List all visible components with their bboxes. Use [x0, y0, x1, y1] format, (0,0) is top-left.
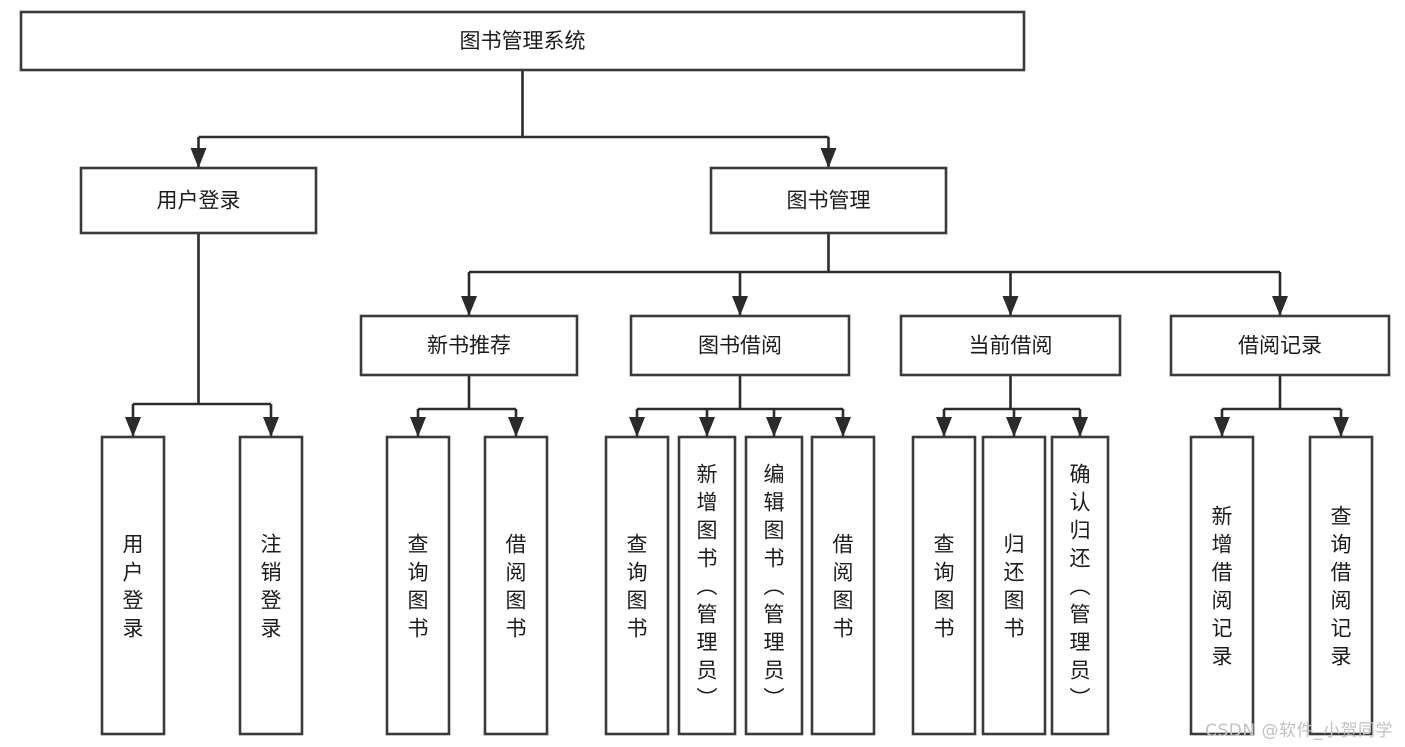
node-box[interactable]: [1050, 435, 1110, 736]
arrow-head-icon: [1006, 417, 1022, 437]
arrow-head-icon: [766, 417, 782, 437]
arrow-head-icon: [1002, 296, 1019, 316]
node-label: 图书借阅: [698, 334, 782, 358]
node-borrow-edit-book[interactable]: 编辑图书︵管理员︶: [744, 435, 804, 736]
node-box[interactable]: [385, 435, 451, 736]
node-box[interactable]: [1308, 435, 1374, 736]
node-label: 新增图书︵管理员︶: [697, 463, 718, 711]
node-box[interactable]: [483, 435, 549, 736]
node-recommend-borrow-book[interactable]: 借阅图书: [483, 435, 549, 736]
node-box[interactable]: [79, 166, 318, 235]
node-label: 当前借阅: [969, 334, 1053, 358]
node-book-management[interactable]: 图书管理: [709, 166, 948, 235]
arrow-head-icon: [1214, 417, 1230, 437]
nodes-layer: 图书管理系统用户登录图书管理用户登录注销登录新书推荐查询图书借阅图书图书借阅查询…: [19, 10, 1391, 736]
arrow-head-icon: [263, 417, 279, 437]
node-label: 借阅记录: [1238, 334, 1322, 358]
arrow-head-icon: [461, 296, 477, 316]
connectors-layer: [125, 70, 1349, 437]
arrow-head-icon: [125, 417, 141, 437]
node-label: 新增借阅记录: [1212, 505, 1233, 669]
arrow-head-icon: [835, 417, 851, 437]
arrow-head-icon: [1333, 417, 1349, 437]
node-box[interactable]: [238, 435, 304, 736]
node-label: 编辑图书︵管理员︶: [764, 463, 785, 711]
node-record-query[interactable]: 查询借阅记录: [1308, 435, 1374, 736]
node-label: 查询借阅记录: [1331, 505, 1352, 669]
node-borrow-record[interactable]: 借阅记录: [1169, 314, 1391, 377]
node-label: 确认归还︵管理员︶: [1070, 463, 1091, 711]
node-box[interactable]: [1169, 314, 1391, 377]
node-root[interactable]: 图书管理系统: [19, 10, 1026, 72]
node-label: 借阅图书: [506, 533, 527, 641]
node-box[interactable]: [100, 435, 166, 736]
node-label: 图书管理: [787, 189, 871, 213]
node-label: 注销登录: [261, 533, 282, 641]
arrow-head-icon: [508, 417, 524, 437]
arrow-head-icon: [629, 417, 645, 437]
node-box[interactable]: [629, 314, 851, 377]
node-record-add[interactable]: 新增借阅记录: [1189, 435, 1255, 736]
node-current-return-book[interactable]: 归还图书: [981, 435, 1047, 736]
node-label: 查询图书: [408, 533, 429, 641]
arrow-head-icon: [732, 296, 748, 316]
node-box[interactable]: [19, 10, 1026, 72]
node-box[interactable]: [359, 314, 579, 377]
node-label: 新书推荐: [427, 334, 511, 358]
arrow-head-icon: [820, 148, 837, 168]
arrow-head-icon: [936, 417, 952, 437]
node-current-query-book[interactable]: 查询图书: [911, 435, 977, 736]
node-user-login-do[interactable]: 用户登录: [100, 435, 166, 736]
node-label: 图书管理系统: [460, 29, 586, 53]
node-box[interactable]: [899, 314, 1122, 377]
node-borrow-query-book[interactable]: 查询图书: [604, 435, 670, 736]
node-label: 归还图书: [1004, 533, 1025, 641]
arrow-head-icon: [1072, 417, 1088, 437]
node-box[interactable]: [677, 435, 737, 736]
node-label: 查询图书: [934, 533, 955, 641]
node-box[interactable]: [604, 435, 670, 736]
node-box[interactable]: [744, 435, 804, 736]
node-label: 用户登录: [157, 189, 241, 213]
node-current-confirm-return[interactable]: 确认归还︵管理员︶: [1050, 435, 1110, 736]
node-label: 用户登录: [123, 533, 144, 641]
arrow-head-icon: [410, 417, 426, 437]
node-box[interactable]: [810, 435, 876, 736]
node-box[interactable]: [981, 435, 1047, 736]
node-label: 借阅图书: [833, 533, 854, 641]
arrow-head-icon: [1272, 296, 1288, 316]
node-borrow-borrow-book[interactable]: 借阅图书: [810, 435, 876, 736]
node-current-borrow[interactable]: 当前借阅: [899, 314, 1122, 377]
node-label: 查询图书: [627, 533, 648, 641]
arrow-head-icon: [190, 148, 207, 168]
node-user-login[interactable]: 用户登录: [79, 166, 318, 235]
node-book-borrow[interactable]: 图书借阅: [629, 314, 851, 377]
node-box[interactable]: [709, 166, 948, 235]
node-box[interactable]: [911, 435, 977, 736]
node-box[interactable]: [1189, 435, 1255, 736]
arrow-head-icon: [699, 417, 715, 437]
node-new-book-recommend[interactable]: 新书推荐: [359, 314, 579, 377]
node-borrow-add-book[interactable]: 新增图书︵管理员︶: [677, 435, 737, 736]
node-user-logout[interactable]: 注销登录: [238, 435, 304, 736]
node-recommend-query-book[interactable]: 查询图书: [385, 435, 451, 736]
